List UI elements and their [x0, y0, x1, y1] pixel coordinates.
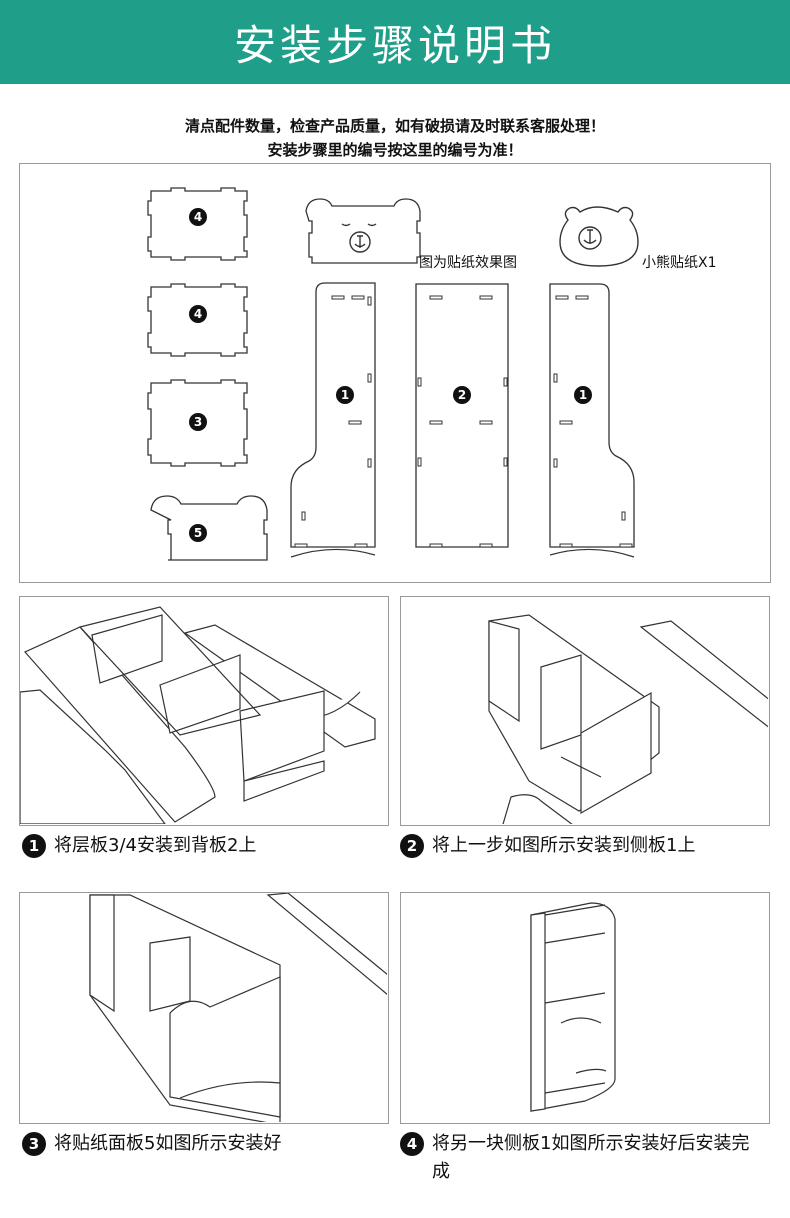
sticker-preview-panel	[305, 198, 421, 264]
step-1-caption: 1 将层板3/4安装到背板2上	[22, 832, 402, 860]
back-panel-2	[415, 283, 509, 548]
notice-line-2: 安装步骤里的编号按这里的编号为准！	[267, 141, 523, 159]
notice-line-1: 清点配件数量，检查产品质量，如有破损请及时联系客服处理！	[184, 117, 605, 135]
panel-number-5: 5	[194, 526, 202, 540]
step-1-number: 1	[22, 834, 46, 858]
step-1-text: 将层板3/4安装到背板2上	[54, 835, 257, 856]
step-4-image	[400, 892, 770, 1124]
panel-number-1-left: 1	[341, 388, 349, 402]
panel-number-2: 2	[458, 388, 466, 402]
side-panel-1-left	[290, 282, 376, 548]
parts-diagram: 4 4 3 5 1 2 1 图为贴纸效果图 小熊贴纸X1	[147, 187, 717, 561]
panel-number-4b: 4	[194, 307, 202, 321]
step-3-number: 3	[22, 1132, 46, 1156]
bear-sticker-label: 小熊贴纸X1	[642, 255, 717, 271]
panel-number-3: 3	[194, 415, 202, 429]
side-panel-1-right	[549, 283, 635, 548]
step-2-caption: 2 将上一步如图所示安装到侧板1上	[400, 832, 780, 860]
bear-sticker-icon	[559, 206, 639, 267]
notice-text: 清点配件数量，检查产品质量，如有破损请及时联系客服处理！ 安装步骤里的编号按这里…	[0, 114, 790, 162]
header-banner: 安装步骤说明书	[0, 0, 790, 84]
panel-number-badges	[189, 208, 592, 542]
step-3-caption: 3 将贴纸面板5如图所示安装好	[22, 1130, 402, 1158]
step-3-text: 将贴纸面板5如图所示安装好	[54, 1133, 282, 1154]
step-2-number: 2	[400, 834, 424, 858]
step-2-text: 将上一步如图所示安装到侧板1上	[432, 835, 696, 856]
bear-face-icon-preview	[341, 223, 377, 253]
step-1-image	[19, 596, 389, 826]
front-panel-5	[150, 495, 268, 561]
panel-number-1-right: 1	[579, 388, 587, 402]
step-2-image	[400, 596, 770, 826]
panel-number-4a: 4	[194, 210, 202, 224]
page-title: 安装步骤说明书	[233, 20, 556, 70]
parts-inventory-panel: 4 4 3 5 1 2 1 图为贴纸效果图 小熊贴纸X1	[19, 163, 771, 583]
sticker-effect-label: 图为贴纸效果图	[419, 255, 517, 271]
step-4-caption: 4 将另一块侧板1如图所示安装好后安装完成	[400, 1130, 770, 1186]
step-4-text: 将另一块侧板1如图所示安装好后安装完成	[432, 1133, 750, 1182]
step-4-number: 4	[400, 1132, 424, 1156]
step-3-image	[19, 892, 389, 1124]
